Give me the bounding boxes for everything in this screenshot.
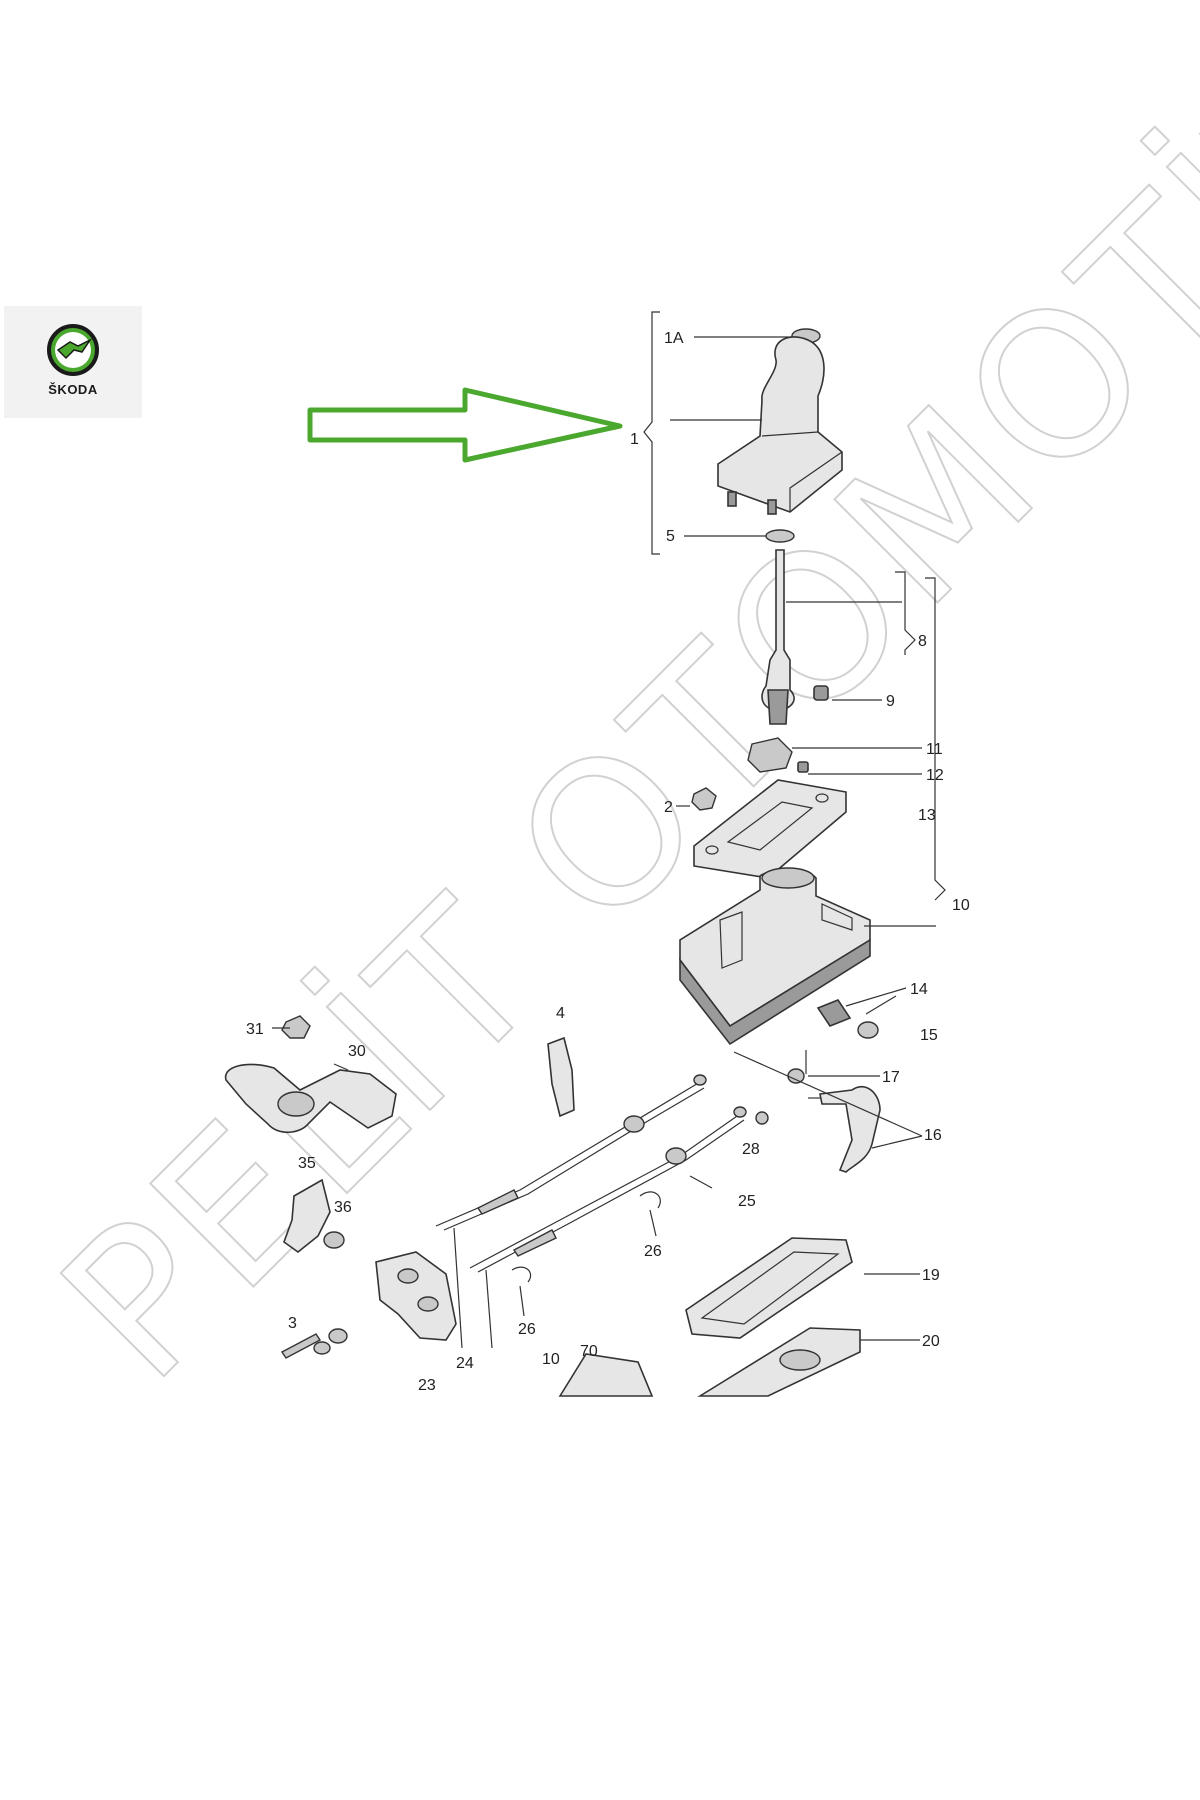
brace-group-1: [643, 311, 660, 555]
part-9-bushing: [813, 685, 829, 701]
part-26-clip-a: [639, 1191, 661, 1209]
callout-14: 14: [910, 981, 928, 998]
callout-25: 25: [738, 1193, 756, 1210]
part-15-spring: [865, 995, 897, 1015]
callout-1: 1: [630, 431, 639, 448]
callout-11: 11: [926, 741, 943, 758]
callout-10-bottom: 10: [542, 1351, 560, 1368]
watermark-text: PELİT OTOMOTİV: [19, 6, 1200, 1424]
brand-name: ŠKODA: [48, 382, 98, 397]
part-1-gear-knob: [717, 336, 843, 513]
callout-5: 5: [666, 528, 675, 545]
part-12-small-part: [797, 761, 809, 773]
callout-16: 16: [924, 1127, 942, 1144]
callout-20: 20: [922, 1333, 940, 1350]
callout-31: 31: [246, 1021, 264, 1038]
part-24-cable-lower: [469, 1113, 741, 1269]
callout-4: 4: [556, 1005, 565, 1022]
callout-26-right: 26: [644, 1243, 662, 1260]
callout-26-left: 26: [518, 1321, 536, 1338]
part-2-nut: [691, 787, 717, 811]
part-70-label: [558, 1353, 654, 1397]
part-36-washer: [323, 1231, 345, 1249]
callout-70: 70: [580, 1343, 598, 1360]
brace-group-8: [895, 571, 916, 655]
callout-23: 23: [418, 1377, 436, 1394]
part-28-nut: [755, 1111, 769, 1125]
callout-8: 8: [918, 633, 927, 650]
part-26-clip-b: [511, 1266, 532, 1283]
callout-30: 30: [348, 1043, 366, 1060]
part-19-seal: [685, 1237, 853, 1339]
callout-1A: 1A: [664, 330, 684, 347]
callout-36: 36: [334, 1199, 352, 1216]
green-indicator-arrow: [307, 387, 623, 463]
part-16-lever: [819, 1085, 881, 1173]
callout-13: 13: [918, 807, 936, 824]
callout-12: 12: [926, 767, 944, 784]
callout-3: 3: [288, 1315, 297, 1332]
callout-28: 28: [742, 1141, 760, 1158]
callout-19: 19: [922, 1267, 940, 1284]
leader-lines: [272, 336, 936, 1349]
part-35-bracket: [283, 1178, 331, 1254]
part-23-mount: [375, 1251, 457, 1341]
part-5-ring: [765, 529, 795, 543]
part-31-nut: [281, 1015, 311, 1039]
part-17-nut: [787, 1068, 805, 1084]
part-11-bracket: [747, 737, 793, 773]
callout-15: 15: [920, 1027, 938, 1044]
callout-24: 24: [456, 1355, 474, 1372]
part-14-switch: [816, 999, 852, 1027]
callout-35: 35: [298, 1155, 316, 1172]
callout-17: 17: [882, 1069, 900, 1086]
callout-labels: 1A 1 5 8 9 11 12 2 13 10 14 15 17 16 4 3…: [246, 330, 970, 1394]
callout-9: 9: [886, 693, 895, 710]
part-13-gasket-plate: [693, 779, 847, 879]
brace-group-10: [925, 577, 946, 901]
callout-10-top: 10: [952, 897, 970, 914]
part-3-bolt: [280, 1333, 322, 1359]
skoda-arrow-logo-icon: [47, 324, 99, 376]
brand-logo: ŠKODA: [4, 306, 142, 418]
part-1-base-clip: [727, 491, 737, 507]
part-4-bracket: [547, 1036, 575, 1118]
callout-2: 2: [664, 799, 673, 816]
